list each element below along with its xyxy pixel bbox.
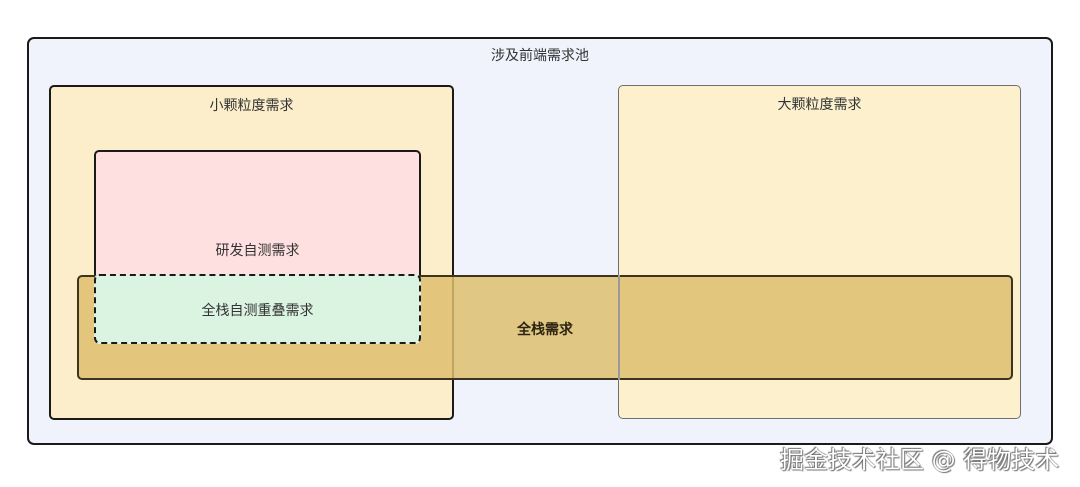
fullstack-label: 全栈需求 <box>517 322 573 338</box>
dev-self-test-box: 研发自测需求 <box>94 150 421 278</box>
small-granularity-label: 小颗粒度需求 <box>209 98 294 114</box>
large-granularity-edge <box>618 275 620 380</box>
overlap-label: 全栈自测重叠需求 <box>201 303 314 319</box>
large-granularity-label: 大颗粒度需求 <box>777 97 862 113</box>
dev-self-test-label: 研发自测需求 <box>215 243 300 259</box>
watermark: 掘金技术社区 @ 得物技术 <box>780 446 1060 474</box>
pool-label: 涉及前端需求池 <box>491 48 589 64</box>
fullstack-self-test-overlap-box: 全栈自测重叠需求 <box>94 274 421 344</box>
